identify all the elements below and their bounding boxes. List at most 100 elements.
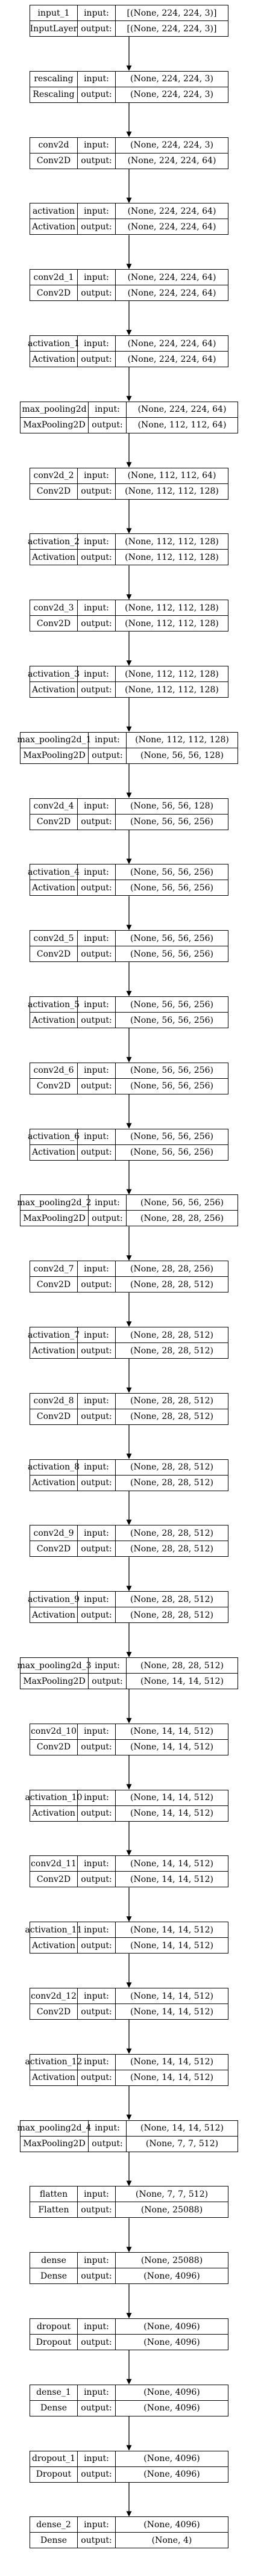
arrowhead-icon: [126, 1586, 132, 1592]
layer-type: MaxPooling2D: [23, 1676, 86, 1686]
output-label: output:: [81, 949, 112, 959]
layer-name: max_pooling2d: [20, 402, 88, 418]
input-shape: (None, 56, 56, 256): [116, 931, 228, 947]
layer-type: Activation: [32, 2073, 75, 2083]
layer-name: conv2d_5: [30, 931, 77, 947]
input-label: input:: [78, 2517, 115, 2533]
input-shape: (None, 14, 14, 512): [116, 2055, 228, 2070]
input-label: input:: [78, 864, 115, 881]
output-label: output:: [92, 1213, 123, 1223]
layer-type: Conv2D: [36, 156, 71, 166]
io-labels: input:output:: [78, 336, 116, 367]
arrowhead-icon: [126, 2445, 132, 2451]
output-shape: (None, 28, 28, 512): [130, 1412, 213, 1422]
output-label: output:: [81, 1478, 112, 1488]
output-shape: (None, 56, 56, 128): [140, 751, 224, 761]
input-label: input:: [78, 336, 115, 352]
output-label: output:: [81, 1544, 112, 1554]
input-shape: (None, 224, 224, 64): [116, 336, 228, 352]
arrowhead-icon: [126, 925, 132, 931]
arrowhead-icon: [126, 1321, 132, 1327]
layer-type: Conv2D: [36, 288, 71, 298]
layer-shapes: (None, 56, 56, 256)(None, 28, 28, 256): [127, 1195, 238, 1226]
arrowhead-icon: [126, 1652, 132, 1657]
output-label: output:: [81, 684, 112, 695]
output-label: output:: [81, 2271, 112, 2281]
output-shape: [(None, 224, 224, 3)]: [127, 23, 217, 34]
io-labels: input:output:: [78, 1525, 116, 1557]
output-label: output:: [92, 2139, 123, 2149]
arrowhead-icon: [126, 2511, 132, 2517]
layer-shapes: [(None, 224, 224, 3)][(None, 224, 224, 3…: [116, 5, 228, 36]
layer-type: MaxPooling2D: [23, 751, 86, 761]
layer-shapes: (None, 112, 112, 128)(None, 112, 112, 12…: [116, 534, 228, 565]
input-label: input:: [78, 138, 115, 154]
input-shape: (None, 14, 14, 512): [127, 2121, 238, 2137]
input-shape: (None, 14, 14, 512): [116, 1856, 228, 1872]
output-label: output:: [81, 817, 112, 827]
layer-type: Conv2D: [36, 1279, 71, 1290]
input-label: input:: [89, 733, 126, 748]
layer-type: Dense: [40, 2271, 67, 2281]
input-label: input:: [78, 72, 115, 87]
output-shape: (None, 4096): [143, 2337, 200, 2347]
output-shape: (None, 14, 14, 512): [130, 1742, 213, 1752]
io-labels: input:output:: [78, 2186, 116, 2218]
input-label: input:: [78, 997, 115, 1013]
layer-type: Dense: [40, 2535, 67, 2545]
io-labels: input:output:: [89, 2120, 127, 2152]
input-label: input:: [78, 1790, 115, 1806]
layer-shapes: (None, 7, 7, 512)(None, 25088): [116, 2186, 228, 2217]
layer-shapes: (None, 25088)(None, 4096): [116, 2253, 228, 2283]
input-label: input:: [78, 666, 115, 682]
layer-type: Conv2D: [36, 2006, 71, 2017]
output-shape: (None, 14, 14, 512): [130, 1808, 213, 1819]
io-labels: input:output:: [78, 864, 116, 896]
output-shape: (None, 112, 112, 128): [125, 486, 219, 497]
input-shape: (None, 224, 224, 64): [116, 203, 228, 220]
layer-name: conv2d_12: [30, 1988, 77, 2004]
output-label: output:: [81, 156, 112, 166]
layer-name: activation_7: [28, 1327, 80, 1343]
layer-shapes: (None, 112, 112, 128)(None, 112, 112, 12…: [116, 666, 228, 697]
layer-shapes: (None, 4096)(None, 4096): [116, 2451, 228, 2482]
layer-shapes: (None, 4096)(None, 4096): [116, 2385, 228, 2416]
input-shape: (None, 14, 14, 512): [116, 1790, 228, 1806]
layer-type: Conv2D: [36, 1412, 71, 1422]
input-shape: (None, 28, 28, 256): [116, 1261, 228, 1277]
layer-name: activation_6: [28, 1129, 80, 1145]
output-shape: (None, 224, 224, 3): [130, 90, 213, 100]
io-labels: input:output:: [78, 798, 116, 830]
input-shape: (None, 224, 224, 64): [127, 402, 238, 418]
layer-name: max_pooling2d_3: [17, 1658, 92, 1674]
arrowhead-icon: [126, 131, 132, 137]
output-label: output:: [81, 1610, 112, 1620]
io-labels: input:output:: [78, 1393, 116, 1424]
layer-name: conv2d_7: [30, 1261, 77, 1277]
layer-shapes: (None, 56, 56, 256)(None, 56, 56, 256): [116, 1063, 228, 1094]
output-shape: (None, 112, 112, 128): [125, 552, 219, 562]
layer-name: dropout: [30, 2319, 77, 2335]
output-label: output:: [81, 2205, 112, 2215]
input-shape: (None, 28, 28, 512): [116, 1327, 228, 1343]
output-shape: (None, 224, 224, 64): [127, 156, 216, 166]
arrowhead-icon: [126, 858, 132, 864]
layer-type: Dropout: [36, 2469, 72, 2480]
layer-type: Activation: [32, 684, 75, 695]
input-shape: (None, 14, 14, 512): [116, 1922, 228, 1938]
